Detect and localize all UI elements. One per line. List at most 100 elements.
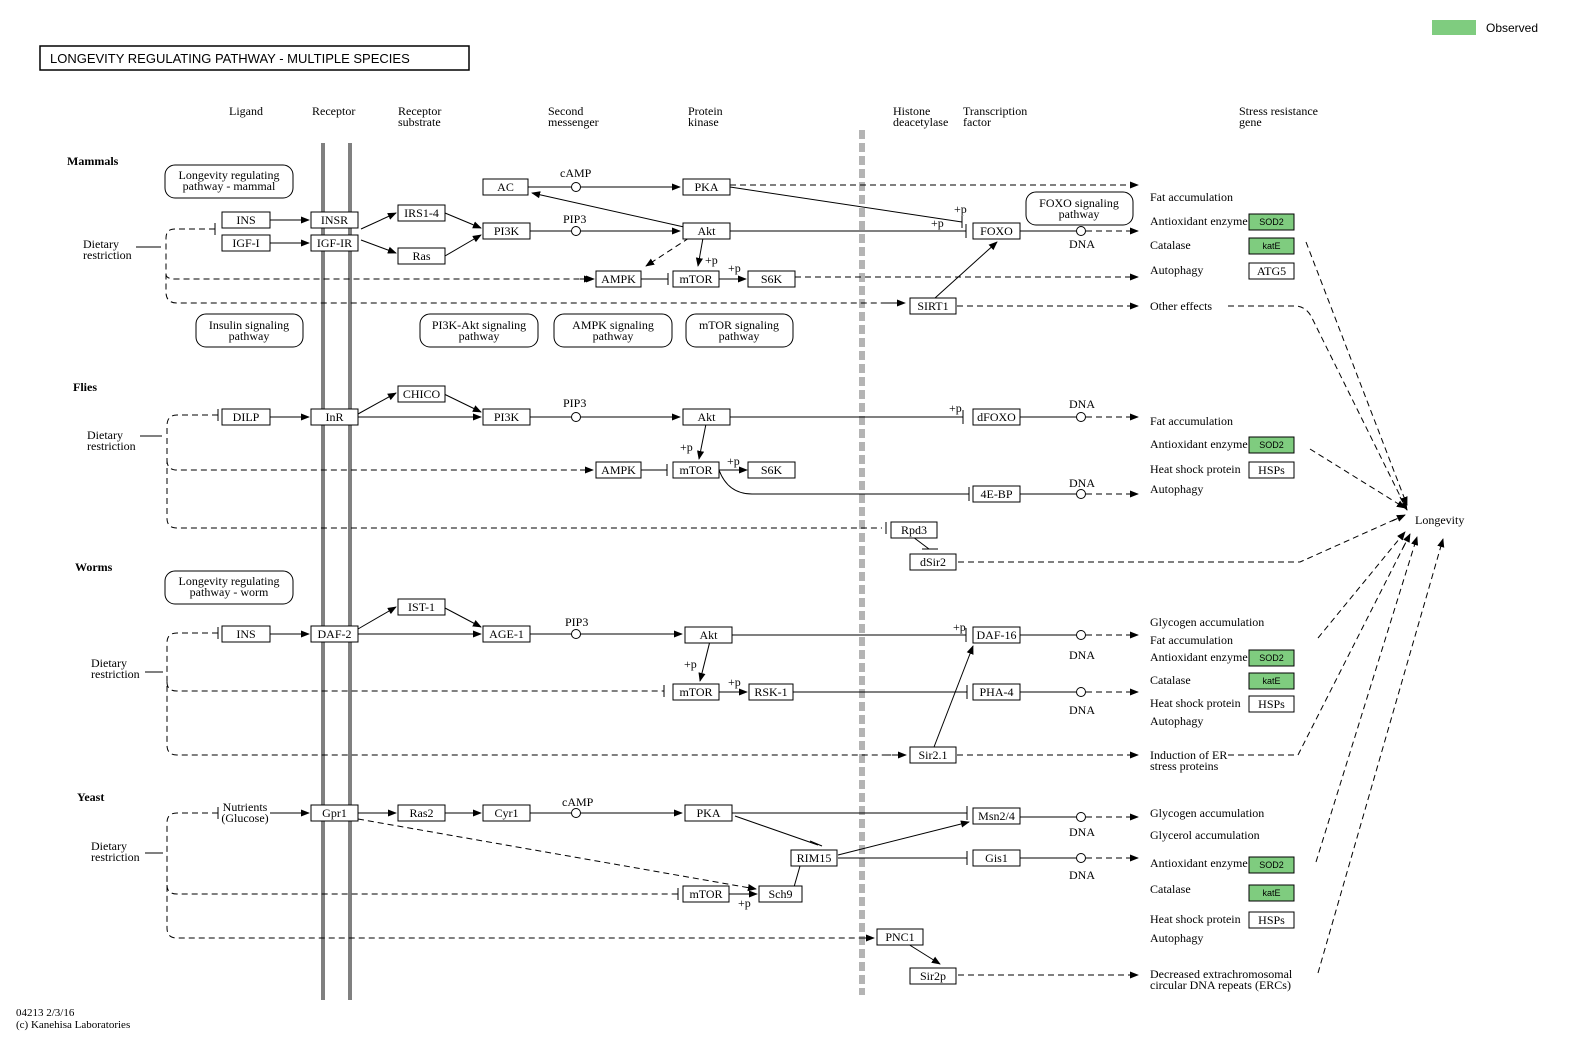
gene-node-f-pi3k[interactable]: PI3K [482,408,531,426]
phosphorylation-label: +p [728,675,741,689]
compound-node[interactable] [1076,853,1086,863]
gene-node-w-kate[interactable]: katE [1248,672,1295,690]
gene-node-m-ins[interactable]: INS [221,211,271,229]
gene-node-m-ac[interactable]: AC [482,178,529,196]
pathway-link-longevity-mammal[interactable]: Longevity regulating pathway - mammal [164,164,294,199]
compound-node[interactable] [1076,630,1086,640]
gene-box [482,222,531,240]
gene-node-w-sod2[interactable]: SOD2 [1248,649,1295,667]
gene-node-f-mtor[interactable]: mTOR [672,461,720,479]
gene-node-m-igf1[interactable]: IGF-I [221,234,271,252]
gene-label: Rpd3 [901,523,927,537]
gene-node-m-kate[interactable]: katE [1248,237,1295,255]
gene-node-y-pka[interactable]: PKA [684,804,733,822]
pathway-link-foxo[interactable]: FOXO signaling pathway [1025,191,1134,226]
pathway-label: pathway [459,329,500,343]
gene-node-y-pnc1[interactable]: PNC1 [876,928,924,946]
gene-node-y-hsps[interactable]: HSPs [1248,911,1295,929]
gene-node-m-s6k[interactable]: S6K [747,270,796,288]
outcome-label: Glycogen accumulation [1150,806,1264,820]
gene-node-f-dsir2[interactable]: dSir2 [909,553,957,571]
gene-box [909,746,957,764]
pathway-link-mtor[interactable]: mTOR signaling pathway [685,313,794,348]
gene-node-f-hsps[interactable]: HSPs [1248,461,1295,479]
gene-node-y-kate[interactable]: katE [1248,884,1295,902]
dietary-yeast-2: restriction [91,850,140,864]
legend-observed-swatch [1432,20,1476,35]
gene-node-w-daf16[interactable]: DAF-16 [972,626,1021,644]
compound-node[interactable] [1076,226,1086,236]
gene-node-y-sir2p[interactable]: Sir2p [909,967,957,985]
compound-node[interactable] [571,412,581,422]
gene-node-m-akt[interactable]: Akt [682,222,731,240]
outcome-label: Antioxidant enzyme [1150,214,1248,228]
gene-node-m-insr[interactable]: INSR [310,211,359,229]
gene-node-w-daf2[interactable]: DAF-2 [310,625,359,643]
compound-node[interactable] [1076,412,1086,422]
gene-node-y-sch9[interactable]: Sch9 [758,885,803,903]
compound-node[interactable] [571,182,581,192]
messenger-label: DNA [1069,825,1095,839]
gene-node-y-cyr1[interactable]: Cyr1 [482,804,531,822]
pathway-link-longevity-worm[interactable]: Longevity regulating pathway - worm [164,570,294,605]
gene-node-f-4ebp[interactable]: 4E-BP [972,485,1021,503]
gene-node-w-akt[interactable]: Akt [684,626,733,644]
compound-node[interactable] [1076,489,1086,499]
gene-node-f-sod2[interactable]: SOD2 [1248,436,1295,454]
gene-node-y-rim15[interactable]: RIM15 [790,849,838,867]
gene-node-m-irs[interactable]: IRS1-4 [397,204,446,222]
gene-label: AMPK [601,463,636,477]
gene-node-m-pi3k[interactable]: PI3K [482,222,531,240]
compound-node[interactable] [1076,812,1086,822]
gene-node-w-pha4[interactable]: PHA-4 [972,683,1021,701]
gene-node-m-sod2[interactable]: SOD2 [1248,213,1295,231]
longevity-arrows [1228,241,1445,974]
gene-node-y-gis1[interactable]: Gis1 [972,849,1021,867]
outcome-label: Autophagy [1150,482,1203,496]
gene-node-w-sir21[interactable]: Sir2.1 [909,746,957,764]
gene-node-y-mtor[interactable]: mTOR [682,885,730,903]
gene-node-m-ampk[interactable]: AMPK [595,270,642,288]
compound-node[interactable] [571,226,581,236]
gene-label: S6K [761,463,783,477]
gene-node-m-atg5[interactable]: ATG5 [1248,262,1295,280]
messenger-label: DNA [1069,237,1095,251]
gene-node-f-rpd3[interactable]: Rpd3 [890,521,938,539]
gene-box [684,804,733,822]
gene-node-m-igf1r[interactable]: IGF-IR [310,234,359,252]
pathway-link-pi3k-akt[interactable]: PI3K-Akt signaling pathway [419,313,539,348]
gene-node-w-hsps[interactable]: HSPs [1248,695,1295,713]
mammals-section [136,181,1139,310]
gene-node-f-akt[interactable]: Akt [682,408,731,426]
gene-node-m-foxo[interactable]: FOXO [972,222,1021,240]
outcome-label: Antioxidant enzyme [1150,437,1248,451]
gene-node-f-dilp[interactable]: DILP [221,408,271,426]
compound-node[interactable] [571,629,581,639]
pathway-link-ampk[interactable]: AMPK signaling pathway [553,313,673,348]
gene-node-w-ins[interactable]: INS [221,625,271,643]
gene-node-y-msn24[interactable]: Msn2/4 [972,807,1021,825]
phosphorylation-label: +p [728,261,741,275]
gene-box-observed [1248,237,1295,255]
gene-node-w-age1[interactable]: AGE-1 [482,625,531,643]
gene-node-y-ras2[interactable]: Ras2 [397,804,446,822]
gene-node-f-inr[interactable]: InR [310,408,359,426]
gene-node-w-ist1[interactable]: IST-1 [397,598,446,616]
gene-node-m-sirt1[interactable]: SIRT1 [909,297,957,315]
gene-node-y-gpr1[interactable]: Gpr1 [310,804,359,822]
gene-node-f-dfoxo[interactable]: dFOXO [972,408,1021,426]
gene-node-f-s6k[interactable]: S6K [747,461,796,479]
messenger-label: PIP3 [563,396,586,410]
gene-label: AC [497,180,514,194]
gene-node-m-ras[interactable]: Ras [397,247,446,265]
gene-node-f-ampk[interactable]: AMPK [595,461,642,479]
compound-node[interactable] [1076,687,1086,697]
gene-node-m-mtor[interactable]: mTOR [672,270,720,288]
gene-node-y-sod2[interactable]: SOD2 [1248,856,1295,874]
gene-node-f-chico[interactable]: CHICO [397,385,446,403]
pathway-link-insulin[interactable]: Insulin signaling pathway [195,313,304,348]
gene-node-w-rsk1[interactable]: RSK-1 [748,683,794,701]
compound-node[interactable] [571,808,581,818]
gene-node-w-mtor[interactable]: mTOR [672,683,720,701]
gene-node-m-pka[interactable]: PKA [682,178,731,196]
